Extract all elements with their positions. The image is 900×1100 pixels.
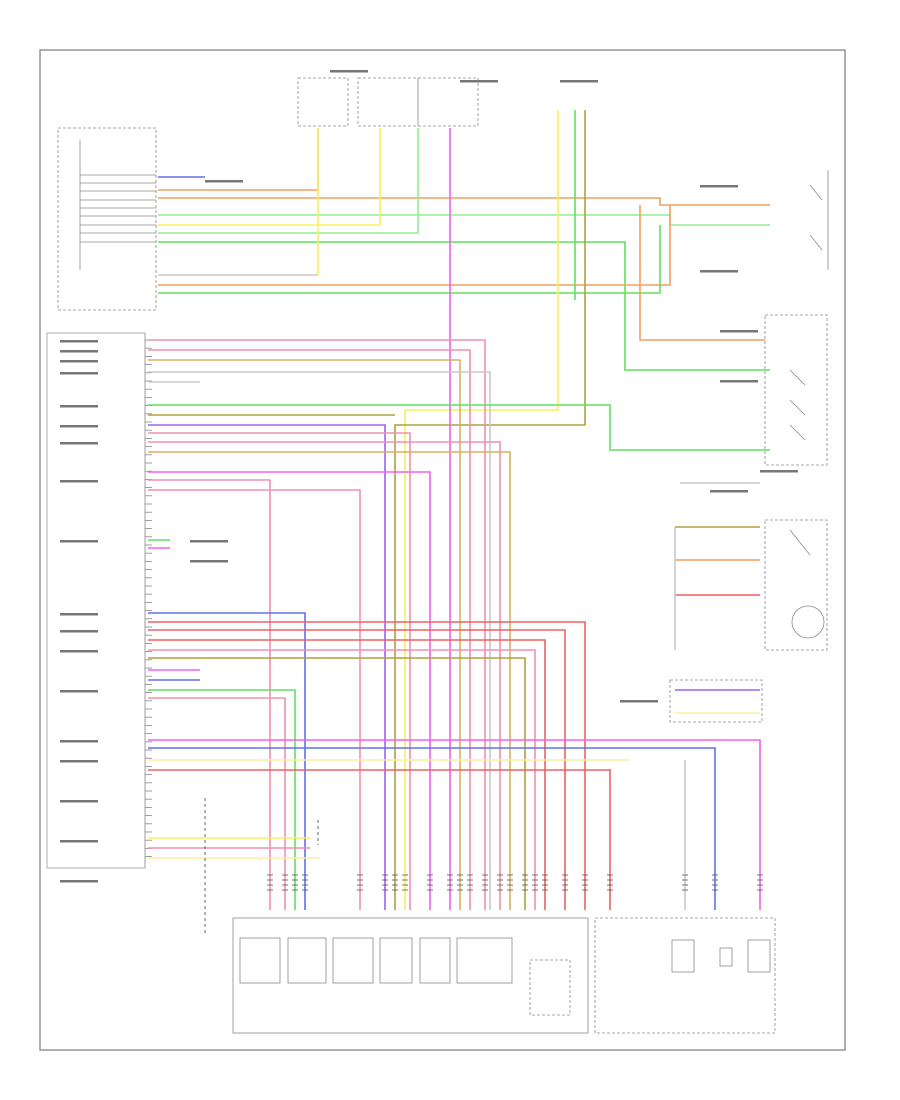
fine-print — [60, 350, 98, 353]
wire-29 — [148, 489, 361, 910]
fine-print — [190, 540, 228, 543]
wire-11 — [404, 110, 559, 910]
fine-print — [60, 372, 98, 375]
wire-34 — [148, 629, 566, 910]
wire-32 — [148, 612, 306, 910]
wire-57 — [639, 205, 765, 341]
wire-3 — [158, 197, 770, 206]
fine-print — [700, 185, 738, 188]
wire-26 — [148, 451, 511, 910]
fine-print — [700, 270, 738, 273]
wire-6 — [158, 128, 419, 234]
fine-print — [60, 800, 98, 803]
wire-40 — [148, 689, 296, 910]
wire-18 — [148, 359, 461, 910]
fine-print — [760, 470, 798, 473]
wire-37 — [148, 657, 526, 910]
wire-harness — [148, 110, 770, 910]
fine-print — [60, 425, 98, 428]
wire-5 — [158, 128, 381, 226]
wire-43 — [148, 747, 716, 910]
fine-print — [60, 740, 98, 743]
fine-print — [620, 700, 658, 703]
wire-41 — [148, 697, 286, 910]
fine-print — [720, 380, 758, 383]
fine-print — [60, 405, 98, 408]
fine-print — [60, 840, 98, 843]
wire-9 — [158, 205, 671, 286]
wire-35 — [148, 639, 546, 910]
fine-print-labels — [60, 70, 798, 883]
wire-25 — [148, 441, 501, 910]
combination-meter-connector — [57, 127, 157, 311]
wire-19 — [148, 371, 491, 910]
wire-45 — [148, 769, 611, 910]
fine-print — [60, 613, 98, 616]
fine-print — [60, 760, 98, 763]
fine-print — [60, 630, 98, 633]
wire-27 — [148, 471, 431, 910]
fine-print — [710, 490, 748, 493]
tcm-pins — [145, 339, 152, 857]
diagram-frame — [39, 49, 846, 1051]
fine-print — [60, 480, 98, 483]
wire-42 — [148, 739, 761, 910]
fine-print — [460, 80, 498, 83]
wire-21 — [148, 404, 770, 451]
wire-16 — [148, 339, 486, 910]
wire-28 — [148, 479, 271, 910]
wire-10 — [158, 225, 661, 294]
fine-print — [60, 442, 98, 445]
connector-ticks — [267, 874, 763, 891]
fine-print — [330, 70, 368, 73]
top-fuse-boxes — [297, 77, 479, 127]
fine-print — [60, 540, 98, 543]
wire-4 — [158, 214, 770, 226]
fine-print — [60, 360, 98, 363]
wire-17 — [148, 349, 471, 910]
transmission-control-module — [46, 332, 146, 869]
wire-33 — [148, 621, 586, 910]
fine-print — [60, 690, 98, 693]
fine-print — [190, 560, 228, 563]
fine-print — [205, 180, 243, 183]
wire-7 — [158, 241, 770, 371]
ground-lines — [204, 798, 319, 935]
bottom-sensor-assembly — [232, 917, 776, 1034]
fine-print — [60, 650, 98, 653]
fine-print — [560, 80, 598, 83]
fine-print — [60, 880, 98, 883]
right-switches — [669, 170, 829, 723]
wire-24 — [148, 432, 411, 910]
fine-print — [720, 330, 758, 333]
wire-36 — [148, 649, 536, 910]
fine-print — [60, 340, 98, 343]
